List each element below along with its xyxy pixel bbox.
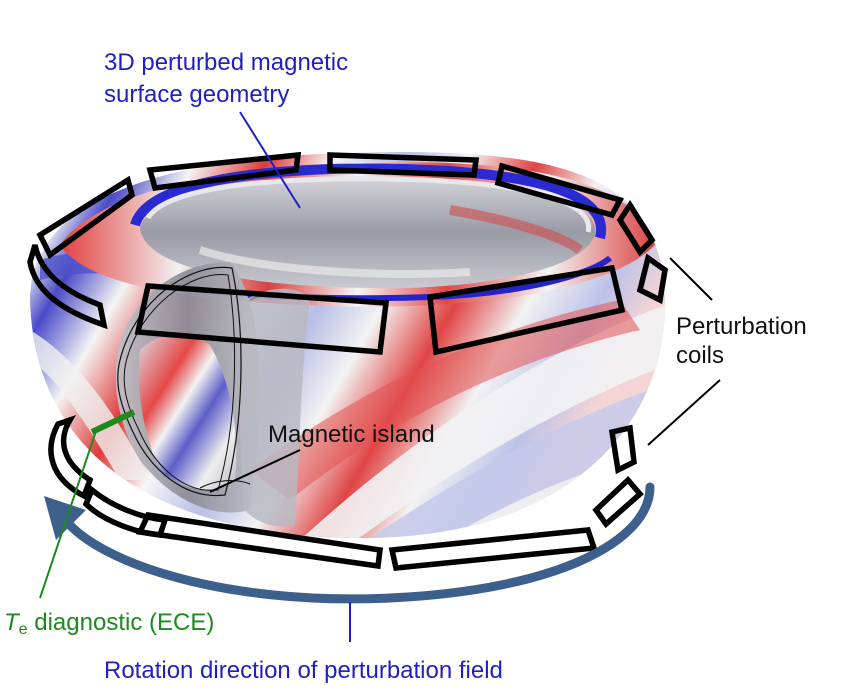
perturbation-coils-lower [48, 415, 644, 571]
coil-upper-3 [327, 152, 480, 178]
coil-lower-2 [82, 485, 169, 538]
leader-lines [39, 111, 721, 599]
diagnostic-label: Te diagnostic (ECE) [4, 608, 214, 644]
coil-lower-6 [608, 424, 637, 475]
diagnostic-text: diagnostic (ECE) [27, 609, 215, 636]
coil-upper-5 [616, 199, 656, 257]
diagnostic-subscript: e [18, 621, 28, 638]
geometry-label-line2: surface geometry [104, 81, 290, 108]
coils-leader-upper [669, 257, 713, 301]
coil-upper-9 [426, 264, 626, 356]
rotation-arrow [44, 482, 655, 642]
coil-lower-3 [135, 511, 384, 570]
coil-upper-2 [146, 151, 302, 192]
coil-upper-4 [494, 162, 625, 219]
coil-upper-1 [36, 175, 136, 260]
coil-lower-4 [388, 527, 598, 571]
diag-leader [39, 427, 98, 599]
coils-label-line1: Perturbation [676, 313, 807, 340]
island-leader [209, 449, 301, 493]
coils-label-line2: coils [676, 342, 725, 369]
rotation-label: Rotation direction of perturbation field [104, 657, 503, 684]
coil-upper-7 [27, 244, 108, 330]
diagnostic-symbol: T [4, 609, 19, 636]
coils-leader-lower [647, 379, 721, 446]
coil-lower-5 [592, 476, 644, 529]
geometry-label-line1: 3D perturbed magnetic [104, 49, 349, 76]
coil-upper-6 [636, 253, 668, 305]
coil-upper-8 [134, 283, 390, 355]
perturbation-coils-upper [27, 151, 668, 356]
ece-diagnostic-bar [90, 409, 136, 435]
geometry-leader [239, 111, 301, 209]
coil-lower-1 [48, 415, 94, 500]
island-label: Magnetic island [268, 421, 435, 448]
